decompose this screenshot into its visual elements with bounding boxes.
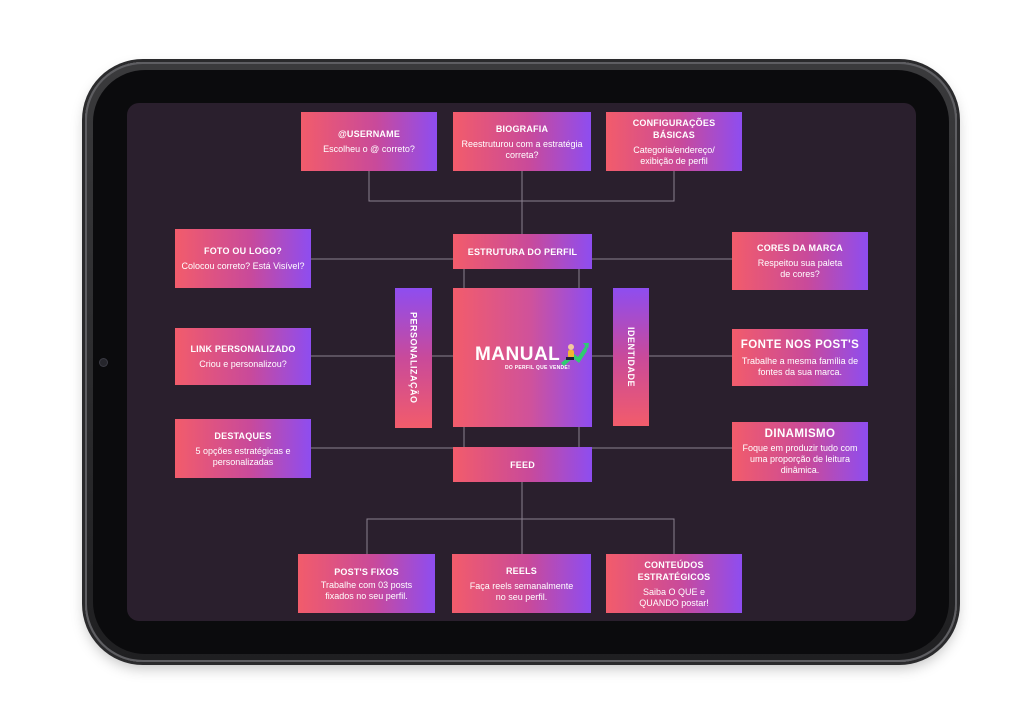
node-title: DINAMISMO — [764, 428, 836, 440]
node-title: FOTO OU LOGO? — [204, 246, 282, 256]
node-destaques: DESTAQUES 5 opções estratégicas e person… — [175, 419, 311, 478]
node-biografia: BIOGRAFIA Reestruturou com a estratégia … — [453, 112, 591, 171]
connector-lines — [311, 171, 732, 554]
hub-feed: FEED — [453, 447, 592, 482]
hub-personalizacao: PERSONALIZAÇÃO — [395, 288, 432, 428]
node-title: BIOGRAFIA — [495, 123, 549, 134]
node-link-personalizado: LINK PERSONALIZADO Criou e personalizou? — [175, 328, 311, 385]
hub-identidade: IDENTIDADE — [613, 288, 649, 426]
node-cores-da-marca: CORES DA MARCA Respeitou sua paleta de c… — [732, 232, 868, 290]
tablet-screen: @USERNAME Escolheu o @ correto? BIOGRAFI… — [127, 103, 916, 621]
node-title: CONFIGURAÇÕES BÁSICAS — [632, 117, 716, 140]
node-description: Saiba O QUE e QUANDO postar! — [639, 586, 709, 608]
hub-title: PERSONALIZAÇÃO — [408, 312, 419, 404]
node-title: FONTE NOS POST'S — [740, 338, 860, 351]
hub-title: IDENTIDADE — [626, 326, 636, 387]
node-dinamismo: DINAMISMO Foque em produzir tudo com uma… — [732, 422, 868, 481]
node-description: Respeitou sua paleta de cores? — [757, 258, 843, 279]
node-title: @USERNAME — [337, 129, 401, 139]
node-title: CONTEÚDOS ESTRATÉGICOS — [637, 559, 711, 582]
node-username: @USERNAME Escolheu o @ correto? — [301, 112, 437, 171]
hub-title: FEED — [510, 459, 535, 470]
node-title: DESTAQUES — [214, 430, 272, 441]
node-title: POST'S FIXOS — [334, 566, 399, 577]
node-fonte-nos-posts: FONTE NOS POST'S Trabalhe a mesma famíli… — [732, 329, 868, 386]
person-arrow-icon — [560, 342, 589, 366]
hub-title: ESTRUTURA DO PERFIL — [467, 246, 578, 257]
node-description: Trabalhe a mesma família de fontes da su… — [741, 355, 859, 377]
node-description: Escolheu o @ correto? — [323, 144, 415, 154]
node-description: Faça reels semanalmente no seu perfil. — [469, 580, 574, 602]
logo-subtitle: DO PERFIL QUE VENDE! — [504, 364, 571, 371]
node-description: Trabalhe com 03 posts fixados no seu per… — [320, 579, 413, 601]
node-description: Colocou correto? Está Visível? — [181, 261, 305, 271]
node-title: CORES DA MARCA — [757, 243, 843, 253]
node-description: Categoria/endereço/ exibição de perfil — [633, 144, 715, 166]
node-description: Criou e personalizou? — [199, 359, 287, 369]
node-foto-ou-logo: FOTO OU LOGO? Colocou correto? Está Visí… — [175, 229, 311, 288]
node-conteudos-estrategicos: CONTEÚDOS ESTRATÉGICOS Saiba O QUE e QUA… — [606, 554, 742, 613]
node-posts-fixos: POST'S FIXOS Trabalhe com 03 posts fixad… — [298, 554, 435, 613]
node-configuracoes-basicas: CONFIGURAÇÕES BÁSICAS Categoria/endereço… — [606, 112, 742, 171]
node-title: LINK PERSONALIZADO — [190, 344, 296, 354]
node-description: Foque em produzir tudo com uma proporção… — [742, 443, 858, 475]
node-title: REELS — [505, 565, 537, 576]
node-description: 5 opções estratégicas e personalizadas — [195, 445, 291, 467]
logo-title: MANUAL — [474, 343, 561, 365]
node-description: Reestruturou com a estratégia correta? — [461, 138, 583, 160]
node-reels: REELS Faça reels semanalmente no seu per… — [452, 554, 591, 613]
hub-estrutura-do-perfil: ESTRUTURA DO PERFIL — [453, 234, 592, 269]
camera-icon — [100, 359, 107, 366]
logo: MANUAL DO PERFIL QUE VENDE! — [474, 342, 589, 371]
center-logo-card: MANUAL DO PERFIL QUE VENDE! — [453, 288, 592, 427]
